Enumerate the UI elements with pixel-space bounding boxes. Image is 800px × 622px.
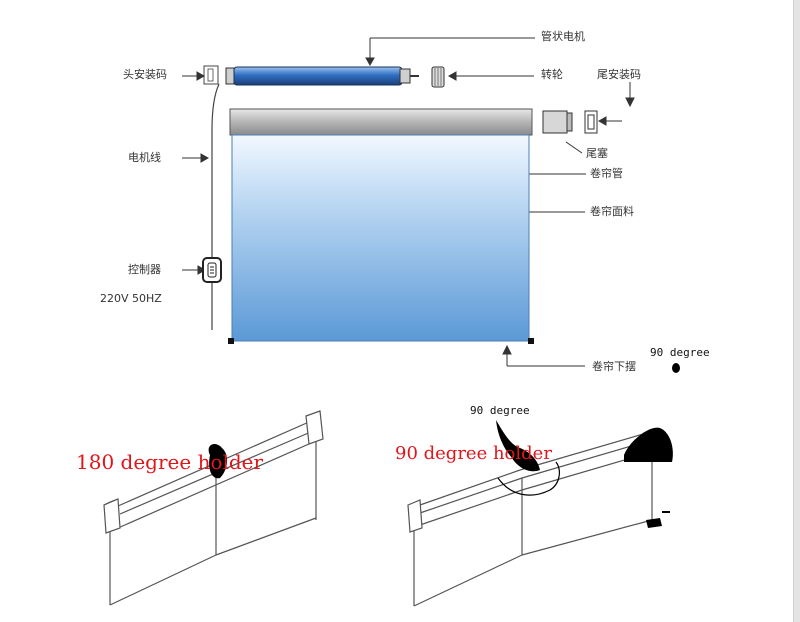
annotation-90-degree-mid: 90 degree xyxy=(470,404,530,417)
tubular-motor xyxy=(203,65,445,88)
roller-tube xyxy=(229,108,533,136)
frame-right-edge xyxy=(793,0,800,622)
label-curtain-fabric: 卷帘面料 xyxy=(590,205,634,218)
label-controller: 控制器 xyxy=(128,263,161,276)
holder-90-sketch xyxy=(407,431,653,607)
holder-180-mark xyxy=(208,444,228,479)
annotation-90-holder: 90 degree holder xyxy=(395,443,552,464)
label-roller-tube: 卷帘管 xyxy=(590,167,623,180)
motor-wire xyxy=(211,83,220,258)
label-head-mount-code: 头安装码 xyxy=(123,68,167,81)
end-plug xyxy=(542,110,598,134)
curtain-fabric xyxy=(231,134,530,342)
annotation-90-degree-top: 90 degree xyxy=(650,346,710,359)
label-transfer-wheel: 转轮 xyxy=(541,68,563,81)
label-bottom-rail: 卷帘下摆 xyxy=(592,360,636,373)
leader-lines xyxy=(182,37,635,367)
holder-90-right-mark xyxy=(624,427,673,462)
label-end-plug: 尾塞 xyxy=(586,147,608,160)
annotation-180-holder: 180 degree holder xyxy=(76,450,264,474)
holder-90-mark xyxy=(496,420,540,472)
label-tubular-motor: 管状电机 xyxy=(541,30,585,43)
label-tail-mount-code: 尾安装码 xyxy=(597,68,641,81)
controller-box xyxy=(202,257,222,283)
label-power-spec: 220V 50HZ xyxy=(100,292,162,305)
holder-180-sketch xyxy=(103,410,324,606)
label-motor-wire: 电机线 xyxy=(128,151,161,164)
